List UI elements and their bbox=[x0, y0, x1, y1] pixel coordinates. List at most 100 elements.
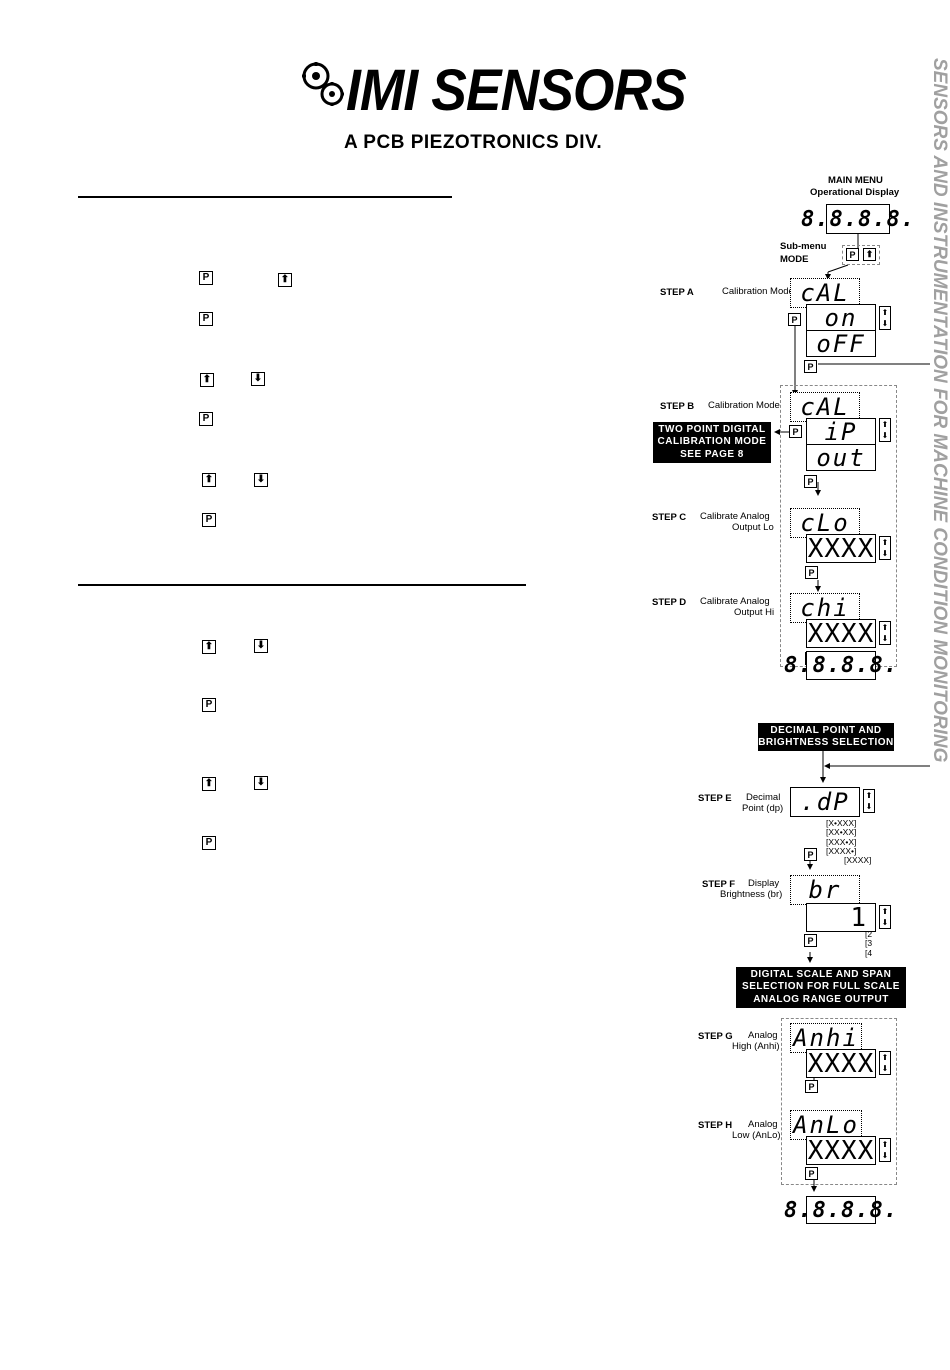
option: [XXX•X] bbox=[826, 836, 857, 847]
step-g-display: Anhi bbox=[790, 1023, 862, 1053]
option: [X•XXX] bbox=[826, 818, 857, 828]
banner-line: SELECTION FOR FULL SCALE bbox=[742, 981, 900, 993]
banner-line: DECIMAL POINT AND bbox=[770, 724, 882, 736]
p-key: P bbox=[202, 513, 216, 527]
step-a-display: cAL bbox=[790, 278, 860, 308]
up-arrow-icon: ⬆ bbox=[881, 307, 889, 317]
p-key: P bbox=[804, 848, 817, 861]
operational-display-label: Operational Display bbox=[810, 187, 900, 198]
step-h-value: XXXX bbox=[806, 1135, 876, 1166]
down-arrow-key: ⬇ bbox=[251, 372, 265, 386]
brand-subtitle: A PCB PIEZOTRONICS DIV. bbox=[344, 132, 603, 153]
p-key: P bbox=[199, 412, 213, 426]
p-key: P bbox=[202, 836, 216, 850]
up-arrow-key: ⬆ bbox=[202, 777, 216, 791]
down-arrow-icon: ⬇ bbox=[881, 1150, 889, 1160]
flow-connectors bbox=[774, 233, 930, 1192]
banner-line: TWO POINT DIGITAL bbox=[658, 423, 766, 435]
step-c-description-1: Calibrate Analog bbox=[700, 511, 770, 522]
step-d-description-2: Output Hi bbox=[734, 607, 775, 618]
option: [4 bbox=[865, 947, 873, 958]
side-tagline: SENSORS AND INSTRUMENTATION FOR MACHINE … bbox=[929, 58, 950, 763]
step-a-option-on: on bbox=[806, 304, 876, 332]
brightness-value: 1 bbox=[850, 902, 867, 933]
step-h-display: AnLo bbox=[790, 1110, 862, 1140]
up-arrow-key: ⬆ bbox=[278, 273, 292, 287]
section-rule-1 bbox=[78, 196, 452, 198]
calibration-flowchart: MAIN MENU Operational Display 8.8.8.8. S… bbox=[650, 170, 930, 1230]
company-logo: IMI SENSORS A PCB PIEZOTRONICS DIV. bbox=[302, 58, 692, 158]
p-key: P bbox=[805, 1080, 818, 1093]
step-d-arrows: ⬆⬇ bbox=[879, 621, 891, 645]
option: [XXXX] bbox=[844, 855, 872, 866]
section-rule-2 bbox=[78, 584, 526, 586]
p-key: P bbox=[804, 475, 817, 488]
step-a-arrows: ⬆⬇ bbox=[879, 306, 891, 330]
step-f-value: 1 bbox=[806, 902, 876, 933]
up-arrow-icon: ⬆ bbox=[881, 419, 889, 429]
p-key: P bbox=[804, 360, 817, 373]
step-d-value: XXXX bbox=[806, 618, 876, 649]
digital-scale-banner: DIGITAL SCALE AND SPAN SELECTION FOR FUL… bbox=[736, 967, 906, 1008]
step-d-description-1: Calibrate Analog bbox=[700, 596, 770, 607]
step-h-description-1: Analog bbox=[748, 1119, 778, 1130]
step-c-value: XXXX bbox=[806, 533, 876, 564]
p-key: P bbox=[202, 698, 216, 712]
up-arrow-icon: ⬆ bbox=[881, 906, 889, 916]
step-e-arrows: ⬆⬇ bbox=[863, 789, 875, 813]
down-arrow-icon: ⬇ bbox=[881, 430, 889, 440]
step-d-label: STEP D bbox=[652, 597, 687, 608]
p-key: P bbox=[805, 1167, 818, 1180]
p-key: P bbox=[804, 934, 817, 947]
step-b-label: STEP B bbox=[660, 401, 695, 412]
step-f-display: br bbox=[790, 875, 860, 905]
banner-line: DIGITAL SCALE AND SPAN bbox=[750, 968, 892, 980]
up-arrow-icon: ⬆ bbox=[881, 537, 889, 547]
step-e-description-1: Decimal bbox=[746, 792, 781, 803]
up-arrow-icon: ⬆ bbox=[865, 790, 873, 800]
step-b-arrows: ⬆⬇ bbox=[879, 418, 891, 442]
up-arrow-icon: ⬆ bbox=[881, 1052, 889, 1062]
step-e-display: .dP bbox=[790, 787, 860, 817]
step-g-value: XXXX bbox=[806, 1048, 876, 1079]
option: [XX•XX] bbox=[826, 827, 857, 838]
down-arrow-icon: ⬇ bbox=[881, 633, 889, 643]
p-key: P bbox=[199, 271, 213, 285]
down-arrow-icon: ⬇ bbox=[881, 318, 889, 328]
step-f-description-2: Brightness (br) bbox=[720, 889, 783, 900]
decimal-brightness-banner: DECIMAL POINT AND BRIGHTNESS SELECTION bbox=[758, 723, 894, 751]
banner-line: SEE PAGE 8 bbox=[680, 448, 744, 460]
up-arrow-key: ⬆ bbox=[202, 640, 216, 654]
banner-line: ANALOG RANGE OUTPUT bbox=[753, 993, 889, 1005]
down-arrow-icon: ⬇ bbox=[881, 1063, 889, 1073]
step-h-arrows: ⬆⬇ bbox=[879, 1138, 891, 1162]
step-a-description: Calibration Mode bbox=[722, 286, 794, 297]
step-h-description-2: Low (AnLo) bbox=[732, 1130, 781, 1141]
p-key: P bbox=[789, 425, 802, 438]
step-g-description-1: Analog bbox=[748, 1030, 778, 1041]
step-e-options: [X•XXX] [XX•XX] [XXX•X] [XXXX•] [XXXX] bbox=[826, 818, 872, 866]
step-b-description: Calibration Mode bbox=[708, 400, 780, 411]
step-g-description-2: High (Anhi) bbox=[732, 1041, 780, 1052]
step-h-label: STEP H bbox=[698, 1120, 733, 1131]
option: [2 bbox=[865, 929, 873, 939]
p-key: P bbox=[788, 313, 801, 326]
step-c-arrows: ⬆⬇ bbox=[879, 536, 891, 560]
main-menu-display: 8.8.8.8. bbox=[801, 204, 914, 234]
step-f-label: STEP F bbox=[702, 879, 736, 890]
submenu-keys-box bbox=[842, 245, 880, 265]
gear-logo-icon bbox=[302, 62, 344, 106]
up-arrow-key: ⬆ bbox=[202, 473, 216, 487]
step-f-arrows: ⬆⬇ bbox=[879, 905, 891, 929]
down-arrow-key: ⬇ bbox=[254, 473, 268, 487]
step-g-arrows: ⬆⬇ bbox=[879, 1051, 891, 1075]
step-b-option-out: out bbox=[806, 444, 876, 472]
up-arrow-icon: ⬆ bbox=[881, 1139, 889, 1149]
banner-line: CALIBRATION MODE bbox=[657, 436, 767, 448]
step-d-result-display: 8.8.8.8. bbox=[784, 651, 898, 680]
step-b-option-ip: iP bbox=[806, 418, 876, 446]
up-arrow-key: ⬆ bbox=[200, 373, 214, 387]
step-e-description-2: Point (dp) bbox=[742, 803, 784, 814]
banner-line: BRIGHTNESS SELECTION bbox=[758, 737, 894, 748]
up-arrow-key: ⬆ bbox=[863, 248, 876, 261]
